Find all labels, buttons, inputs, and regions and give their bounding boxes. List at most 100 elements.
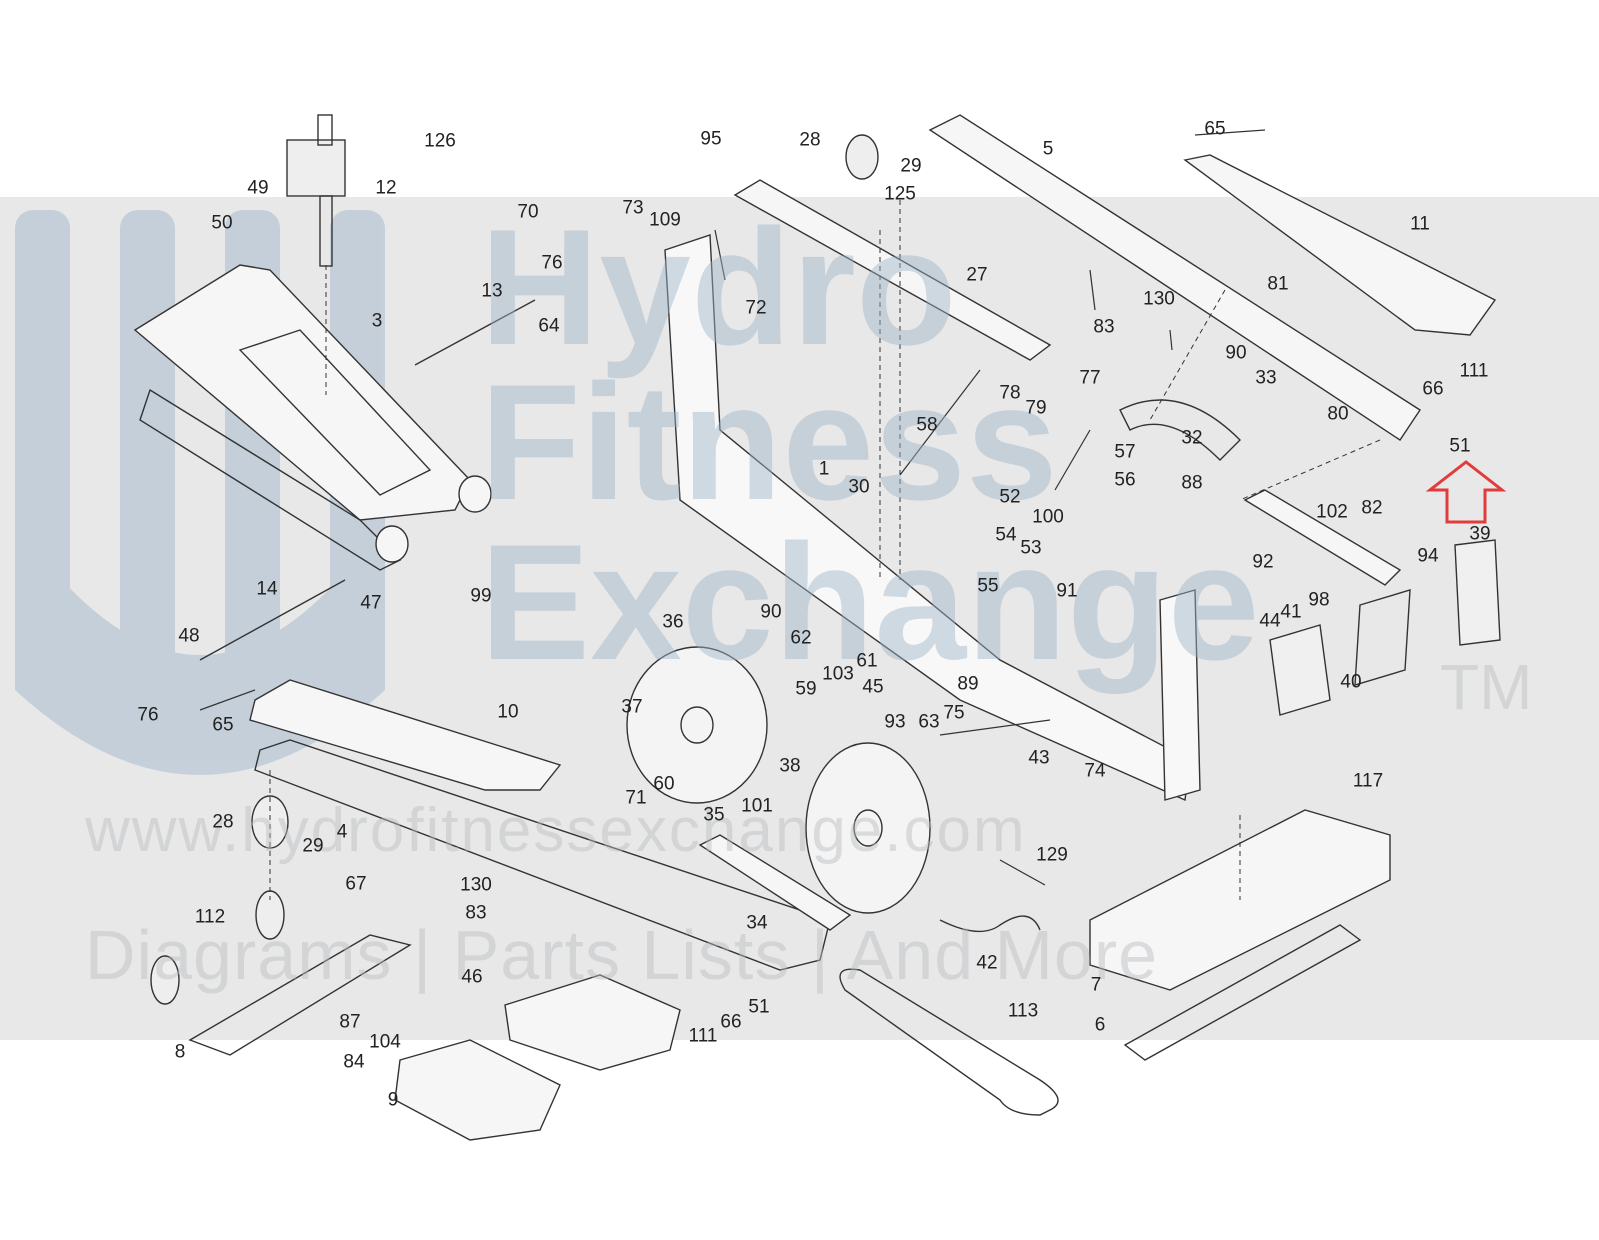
part-39-console — [1454, 539, 1501, 646]
part-112-wheel — [150, 955, 180, 1005]
part-label-71: 71 — [625, 787, 647, 809]
watermark-url: www.hydrofitnessexchange.com — [85, 796, 1027, 865]
part-label-59: 59 — [795, 678, 817, 700]
part-10-pedal-arm — [249, 679, 562, 791]
part-label-14: 14 — [256, 578, 278, 600]
part-38-hub — [853, 809, 883, 847]
part-label-50: 50 — [211, 212, 233, 234]
part-label-100: 100 — [1032, 506, 1064, 528]
part-label-88: 88 — [1181, 472, 1203, 494]
part-label-63: 63 — [918, 711, 940, 733]
part-label-90: 90 — [1225, 342, 1247, 364]
part-12-pivot-block — [286, 139, 346, 197]
part-label-12: 12 — [375, 177, 397, 199]
part-label-92: 92 — [1252, 551, 1274, 573]
part-label-87: 87 — [339, 1011, 361, 1033]
part-4-crank-arm — [254, 739, 831, 971]
part-label-117: 117 — [1352, 770, 1384, 792]
part-label-76b: 76 — [137, 704, 159, 726]
part-label-91: 91 — [1056, 580, 1078, 602]
part-label-72: 72 — [745, 297, 767, 319]
part-label-29b: 29 — [302, 835, 324, 857]
part-label-82: 82 — [1361, 497, 1383, 519]
part-label-1: 1 — [818, 458, 830, 480]
part-label-112: 112 — [194, 906, 226, 928]
part-label-79: 79 — [1025, 397, 1047, 419]
part-41-box — [1269, 624, 1331, 716]
part-label-126: 126 — [424, 130, 456, 152]
part-label-40: 40 — [1340, 671, 1362, 693]
part-32-bracket — [1119, 399, 1241, 461]
part-label-129: 129 — [1036, 844, 1068, 866]
part-label-37: 37 — [621, 696, 643, 718]
part-28-wheel-top — [845, 134, 879, 180]
part-3-rail-lower — [139, 388, 402, 571]
highlight-arrow-icon — [1425, 460, 1507, 524]
part-label-109: 109 — [649, 209, 681, 231]
part-label-74: 74 — [1084, 760, 1106, 782]
part-label-130b: 130 — [460, 874, 492, 896]
part-label-39: 39 — [1469, 523, 1491, 545]
hardware-bolts — [199, 129, 1266, 886]
part-label-80: 80 — [1327, 403, 1349, 425]
part-label-29: 29 — [900, 155, 922, 177]
part-34-crank-link — [698, 834, 852, 931]
part-label-66: 66 — [1422, 378, 1444, 400]
part-1-frame-column — [1159, 589, 1201, 801]
part-label-75: 75 — [943, 702, 965, 724]
part-label-27: 27 — [966, 264, 988, 286]
part-label-3: 3 — [371, 310, 383, 332]
watermark-trademark: TM — [1440, 651, 1533, 723]
part-102-link — [1243, 489, 1402, 586]
part-label-53: 53 — [1020, 537, 1042, 559]
part-label-93: 93 — [884, 711, 906, 733]
part-9-cover-b — [504, 974, 681, 1071]
part-label-94: 94 — [1417, 545, 1439, 567]
part-9-cover — [394, 1039, 561, 1141]
part-label-28b: 28 — [212, 811, 234, 833]
part-label-84: 84 — [343, 1051, 365, 1073]
part-label-77: 77 — [1079, 367, 1101, 389]
part-label-57: 57 — [1114, 441, 1136, 463]
part-label-30: 30 — [848, 476, 870, 498]
part-label-42: 42 — [976, 952, 998, 974]
part-label-51: 51 — [1449, 435, 1471, 457]
part-label-125: 125 — [884, 183, 916, 205]
part-42-harness — [939, 915, 1041, 933]
part-label-32: 32 — [1181, 427, 1203, 449]
watermark-brand-3: Exchange — [480, 510, 1260, 694]
part-6-base-right — [1123, 924, 1362, 1061]
part-label-9: 9 — [387, 1089, 399, 1111]
part-label-98: 98 — [1308, 589, 1330, 611]
part-28-wheel-left — [251, 795, 289, 849]
part-label-60: 60 — [653, 773, 675, 795]
part-label-76: 76 — [541, 252, 563, 274]
part-113-belt — [839, 968, 1059, 1116]
part-label-89: 89 — [957, 673, 979, 695]
part-label-10: 10 — [497, 701, 519, 723]
part-label-13: 13 — [481, 280, 503, 302]
part-label-38: 38 — [779, 755, 801, 777]
part-label-8: 8 — [174, 1041, 186, 1063]
part-label-65b: 65 — [212, 714, 234, 736]
part-label-46: 46 — [461, 966, 483, 988]
part-38-flywheel — [805, 742, 931, 914]
part-label-99: 99 — [470, 585, 492, 607]
part-label-41: 41 — [1280, 601, 1302, 623]
part-label-47: 47 — [360, 592, 382, 614]
part-3-roller — [458, 475, 492, 513]
part-13-axle — [414, 299, 536, 366]
watermark-brand-1: Hydro — [480, 195, 957, 379]
part-label-4: 4 — [336, 821, 348, 843]
part-12-post — [317, 114, 333, 146]
part-label-104: 104 — [369, 1031, 401, 1053]
part-label-34: 34 — [746, 912, 768, 934]
part-label-52: 52 — [999, 486, 1021, 508]
part-label-5: 5 — [1042, 138, 1054, 160]
part-label-81: 81 — [1267, 273, 1289, 295]
part-label-66b: 66 — [720, 1011, 742, 1033]
part-label-62: 62 — [790, 627, 812, 649]
part-label-65: 65 — [1204, 118, 1226, 140]
